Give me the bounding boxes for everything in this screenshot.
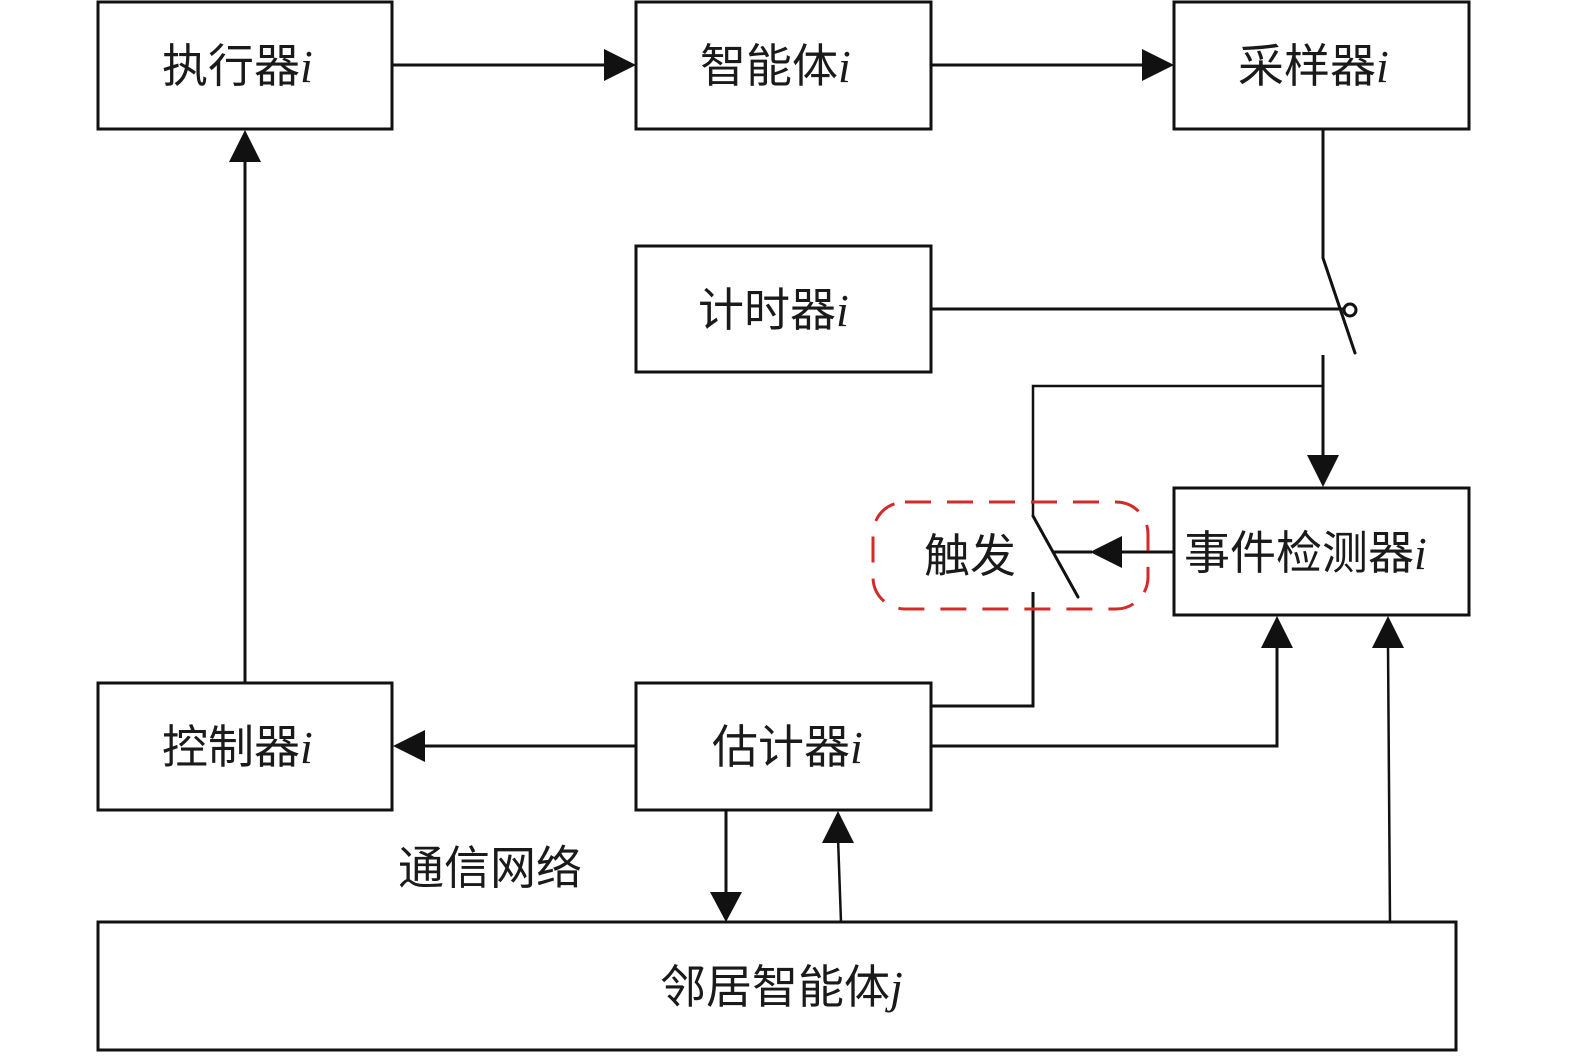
edge-branch-to-trigger xyxy=(1031,384,1323,516)
edge-neighbor-to-detector xyxy=(1386,644,1392,923)
node-estimator-label: 估计器i xyxy=(712,720,863,774)
node-timer-label: 计时器i xyxy=(698,283,849,337)
node-sampler[interactable]: 采样器i xyxy=(1172,0,1471,131)
trigger-region xyxy=(871,500,1150,611)
arrowhead-up-icon xyxy=(1372,616,1404,648)
node-actuator-label: 执行器i xyxy=(162,39,313,93)
arrowhead-right-icon xyxy=(604,49,636,81)
node-agent-label: 智能体i xyxy=(700,39,851,93)
switch-contact-icon xyxy=(1342,302,1358,318)
arrowhead-right-icon xyxy=(1142,49,1174,81)
node-controller[interactable]: 控制器i xyxy=(96,681,394,812)
arrowhead-left-icon xyxy=(1090,536,1122,568)
arrowhead-left-icon xyxy=(393,730,425,762)
trigger-label: 触发 xyxy=(924,529,1016,583)
edge-neighbor-to-estimator xyxy=(836,837,843,923)
arrowhead-up-icon xyxy=(1261,616,1293,648)
arrowhead-up-icon xyxy=(229,130,261,162)
node-neighbor-agent[interactable]: 邻居智能体j xyxy=(96,920,1458,1052)
node-neighbor-label: 邻居智能体j xyxy=(660,960,903,1014)
node-controller-label: 控制器i xyxy=(162,720,313,774)
node-agent[interactable]: 智能体i xyxy=(634,0,933,131)
arrowhead-down-icon xyxy=(710,892,742,922)
network-label: 通信网络 xyxy=(398,841,582,895)
arrowhead-up-icon xyxy=(822,811,854,843)
edge-estimator-to-detector xyxy=(931,645,1279,748)
edge-trigger-to-estimator xyxy=(931,592,1035,708)
node-sampler-label: 采样器i xyxy=(1238,39,1389,93)
node-estimator[interactable]: 估计器i xyxy=(634,681,933,812)
arrowhead-down-icon xyxy=(1307,455,1339,487)
sampling-switch xyxy=(1321,256,1357,355)
node-timer[interactable]: 计时器i xyxy=(634,244,933,374)
node-detector-label: 事件检测器i xyxy=(1184,526,1427,580)
node-event-detector[interactable]: 事件检测器i xyxy=(1172,486,1471,617)
node-actuator[interactable]: 执行器i xyxy=(96,0,394,131)
trigger-switch xyxy=(1031,514,1080,599)
